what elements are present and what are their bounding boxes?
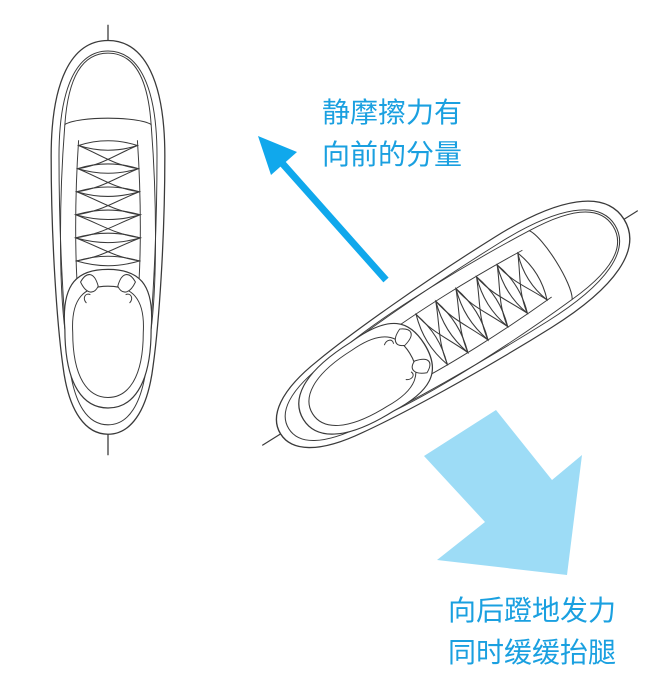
friction-label: 静摩擦力有 向前的分量 (322, 92, 462, 176)
kick-label: 向后蹬地发力 同时缓缓抬腿 (448, 590, 616, 674)
kick-label-line2: 同时缓缓抬腿 (448, 636, 617, 669)
friction-label-line2: 向前的分量 (322, 138, 463, 171)
friction-label-line1: 静摩擦力有 (322, 96, 463, 129)
friction-forward-arrow (258, 136, 389, 283)
left-shoe-illustration (50, 24, 166, 456)
push-back-arrow (424, 410, 582, 575)
kick-label-line1: 向后蹬地发力 (448, 594, 617, 627)
